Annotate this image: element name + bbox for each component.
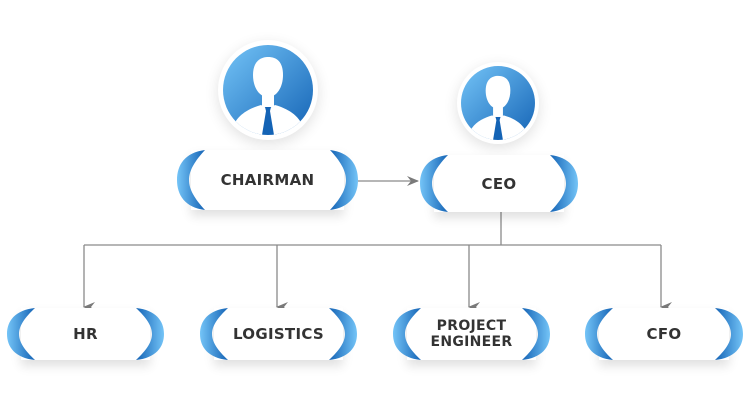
node-logistics[interactable]: LOGISTICS [200, 308, 357, 360]
node-cfo[interactable]: CFO [585, 308, 743, 360]
ceo-avatar [457, 62, 539, 144]
bracket-cap-icon [420, 155, 448, 212]
bracket-cap-icon [522, 308, 550, 360]
bracket-cap-icon [329, 308, 357, 360]
bracket-cap-icon [585, 308, 613, 360]
node-project-engineer[interactable]: PROJECT ENGINEER [393, 308, 550, 360]
person-avatar-icon [223, 45, 313, 135]
node-label: CHAIRMAN [220, 171, 315, 189]
node-label: PROJECT ENGINEER [430, 318, 513, 350]
chairman-avatar [218, 40, 318, 140]
node-ceo[interactable]: CEO [420, 155, 578, 212]
bracket-cap-icon [177, 150, 205, 210]
node-chairman[interactable]: CHAIRMAN [177, 150, 358, 210]
bracket-cap-icon [393, 308, 421, 360]
node-label: CEO [481, 174, 517, 193]
bracket-cap-icon [7, 308, 35, 360]
node-label: CFO [646, 325, 682, 343]
bracket-cap-icon [715, 308, 743, 360]
bracket-cap-icon [330, 150, 358, 210]
bracket-cap-icon [200, 308, 228, 360]
node-label: LOGISTICS [232, 325, 325, 343]
bracket-cap-icon [550, 155, 578, 212]
person-avatar-icon [461, 66, 535, 140]
node-hr[interactable]: HR [7, 308, 164, 360]
node-label: HR [73, 325, 98, 343]
bracket-cap-icon [136, 308, 164, 360]
